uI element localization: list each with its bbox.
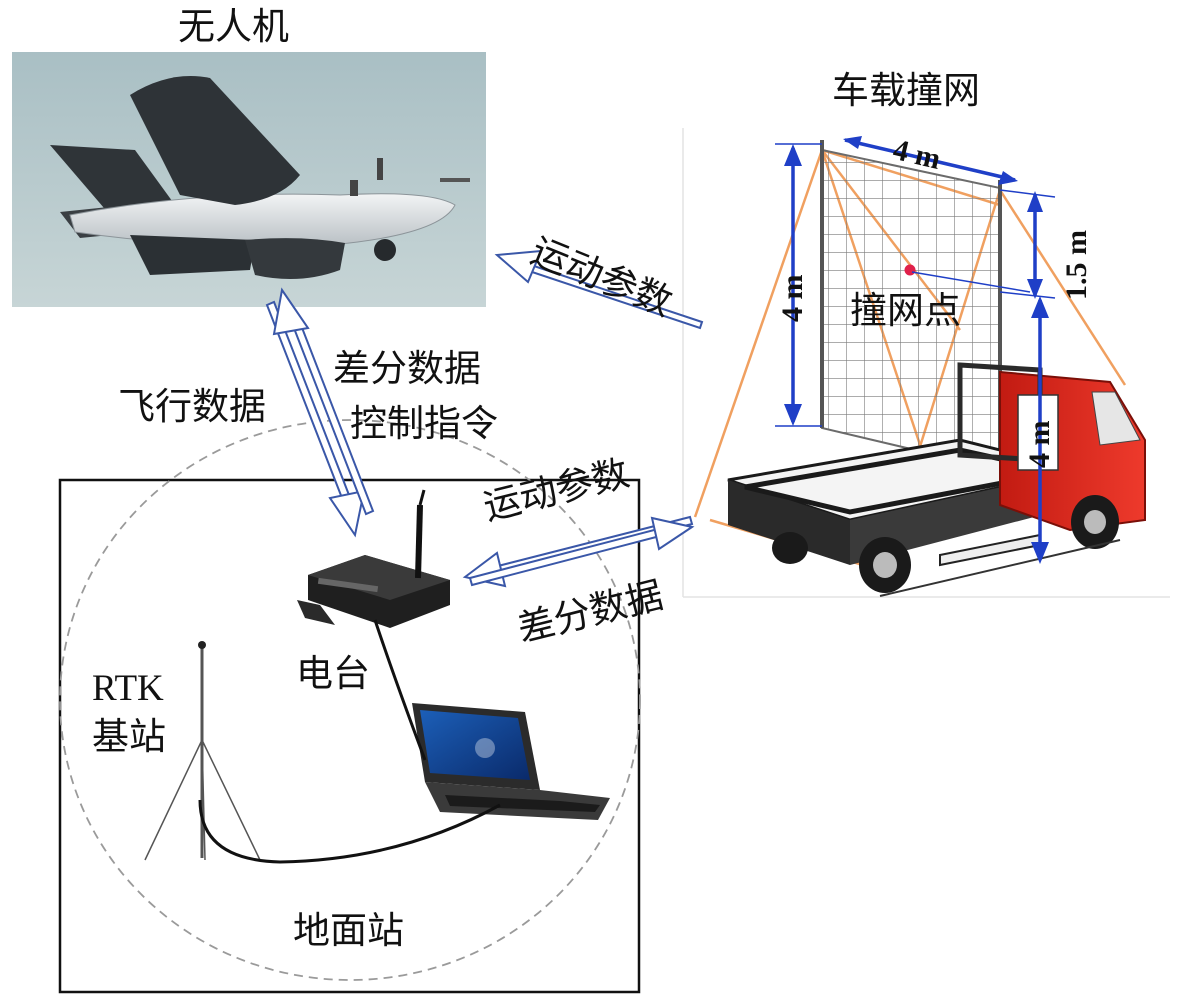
laptop	[412, 703, 610, 820]
arrow-radio-to-uav	[272, 287, 375, 516]
cables	[198, 619, 501, 864]
radio-device	[297, 489, 450, 628]
link-arrows	[265, 249, 704, 588]
dim-ground-clearance: 4 m	[1023, 420, 1056, 469]
ground-station-label: 地面站	[293, 909, 404, 952]
uav-photo	[12, 52, 486, 307]
ground-station-box	[58, 419, 641, 994]
rtk-label-line1: RTK	[92, 668, 164, 709]
rtk-label-line2: 基站	[92, 715, 166, 758]
edge-diff-data-label: 差分数据	[333, 347, 481, 390]
dim-net-height: 4 m	[776, 274, 809, 323]
dimension-lines	[784, 136, 1049, 564]
edge-flight-data-label: 飞行数据	[118, 385, 266, 428]
vehicle-net-title: 车载撞网	[832, 69, 980, 112]
rtk-tripod	[144, 641, 261, 861]
dim-impact-height: 1.5 m	[1060, 230, 1093, 300]
truck	[727, 362, 1146, 597]
edge-control-cmd-label: 控制指令	[350, 402, 498, 445]
radio-label: 电台	[296, 652, 370, 695]
arrow-uav-to-radio	[265, 300, 366, 538]
uav-title: 无人机	[178, 5, 289, 48]
arrow-radio-to-net	[468, 516, 695, 587]
impact-point-label: 撞网点	[850, 289, 961, 332]
vehicle-net-panel	[682, 128, 1170, 598]
arrow-net-to-uav	[494, 249, 704, 330]
wheels	[772, 495, 1119, 593]
impact-point-dot	[904, 264, 916, 276]
